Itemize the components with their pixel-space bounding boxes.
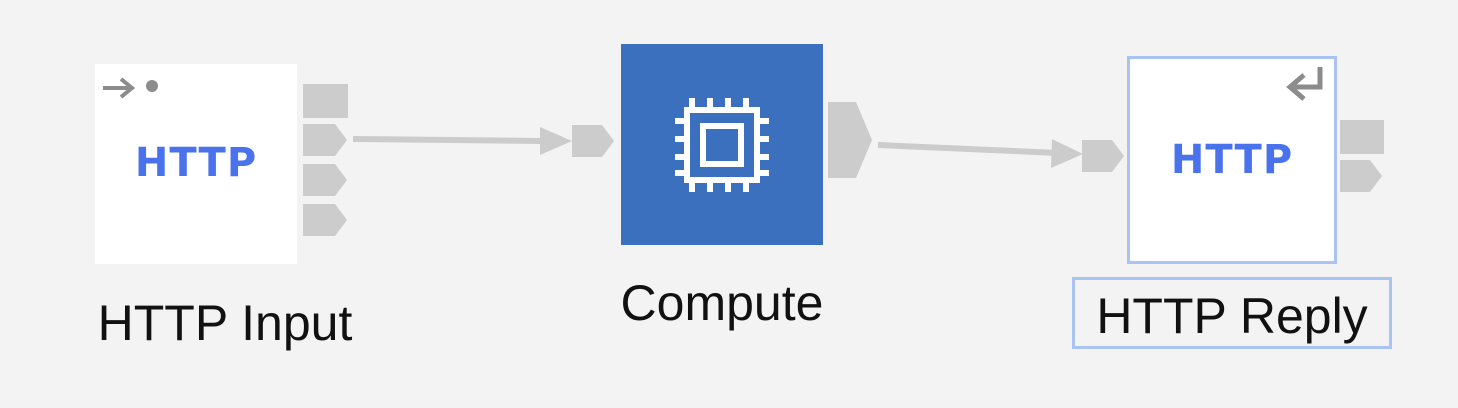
compute-output-terminals xyxy=(828,102,872,178)
reply-arrow-icon xyxy=(1286,67,1323,101)
http-badge-text: HTTP xyxy=(134,140,258,186)
http-input-label[interactable]: HTTP Input xyxy=(97,295,353,351)
reply-failure-terminal[interactable] xyxy=(1340,120,1384,154)
input-arrow-icon xyxy=(103,77,158,99)
http-input-output-terminals xyxy=(303,84,348,236)
http-input-node[interactable]: HTTP xyxy=(95,64,297,264)
out-terminal[interactable] xyxy=(303,124,347,156)
http-reply-input-terminal[interactable] xyxy=(1080,138,1126,174)
compute-input-terminal[interactable] xyxy=(570,123,616,159)
failure-terminal[interactable] xyxy=(303,84,348,118)
connection-compute-to-http-reply[interactable] xyxy=(877,139,1083,168)
http-badge-text: HTTP xyxy=(1170,137,1294,183)
compute-node[interactable] xyxy=(621,44,823,245)
timeout-terminal[interactable] xyxy=(303,204,347,236)
processor-chip-icon xyxy=(675,98,769,192)
http-reply-output-terminals xyxy=(1340,120,1384,192)
http-reply-node[interactable]: HTTP xyxy=(1127,56,1337,264)
connection-http-input-to-compute[interactable] xyxy=(352,127,572,155)
compute-label[interactable]: Compute xyxy=(620,275,824,331)
http-reply-label[interactable]: HTTP Reply xyxy=(1072,277,1392,349)
reply-out-terminal[interactable] xyxy=(1340,160,1382,192)
compute-out-terminal[interactable] xyxy=(828,102,872,178)
catch-terminal[interactable] xyxy=(303,164,347,196)
